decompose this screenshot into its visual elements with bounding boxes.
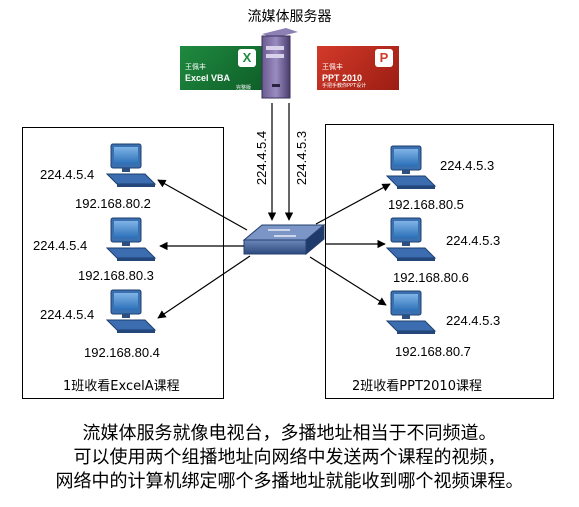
host-computer-icon (386, 217, 436, 262)
ppt-cover-subtitle: 手把手教你PPT设计 (322, 83, 367, 89)
class-2-group-box (325, 124, 554, 399)
ppt-2010-cover: P 王佩丰 PPT 2010 手把手教你PPT设计 (317, 46, 399, 90)
excel-cover-subtitle: 完整版 (236, 85, 252, 91)
stream-label-left: 224.4.5.4 (254, 130, 269, 186)
host-multicast-label: 224.4.5.4 (40, 307, 95, 322)
host-computer-icon (106, 289, 156, 334)
ppt-cover-author: 王佩丰 (322, 63, 343, 71)
host-computer-icon (106, 143, 156, 188)
host-multicast-label: 224.4.5.4 (40, 167, 95, 182)
host-computer-icon (386, 145, 436, 190)
host-computer-icon (106, 217, 156, 262)
media-server-icon (261, 28, 298, 99)
class-2-caption: 2班收看PPT2010课程 (352, 379, 482, 394)
class-1-group-box (22, 127, 224, 399)
excel-cover-title: Excel VBA (185, 73, 231, 83)
host-ip-label: 192.168.80.2 (75, 196, 151, 211)
excel-cover-author: 王佩丰 (185, 63, 206, 71)
explanation-line-1: 流媒体服务就像电视台，多播地址相当于不同频道。 (82, 423, 497, 444)
host-ip-label: 192.168.80.4 (84, 345, 160, 360)
host-ip-label: 192.168.80.3 (78, 268, 154, 283)
network-switch-icon (242, 223, 326, 256)
host-ip-label: 192.168.80.5 (388, 197, 464, 212)
host-ip-label: 192.168.80.7 (395, 344, 471, 359)
explanation-line-2: 可以使用两个组播地址向网络中发送两个课程的视频， (73, 447, 506, 468)
excel-logo-icon: X (238, 49, 256, 67)
powerpoint-logo-icon: P (375, 49, 393, 67)
host-multicast-label: 224.4.5.3 (440, 158, 495, 173)
server-title: 流媒体服务器 (247, 9, 332, 25)
explanation-line-3: 网络中的计算机绑定哪个多播地址就能收到哪个视频课程。 (55, 471, 524, 492)
excel-vba-cover: X 王佩丰 Excel VBA 完整版 (180, 46, 262, 91)
stream-label-right: 224.4.5.3 (294, 130, 309, 186)
host-ip-label: 192.168.80.6 (393, 270, 469, 285)
host-multicast-label: 224.4.5.3 (446, 313, 501, 328)
ppt-cover-title: PPT 2010 (322, 73, 363, 83)
host-computer-icon (386, 290, 436, 335)
host-multicast-label: 224.4.5.3 (446, 233, 501, 248)
class-1-caption: 1班收看ExcelA课程 (63, 379, 180, 394)
host-multicast-label: 224.4.5.4 (33, 238, 88, 253)
